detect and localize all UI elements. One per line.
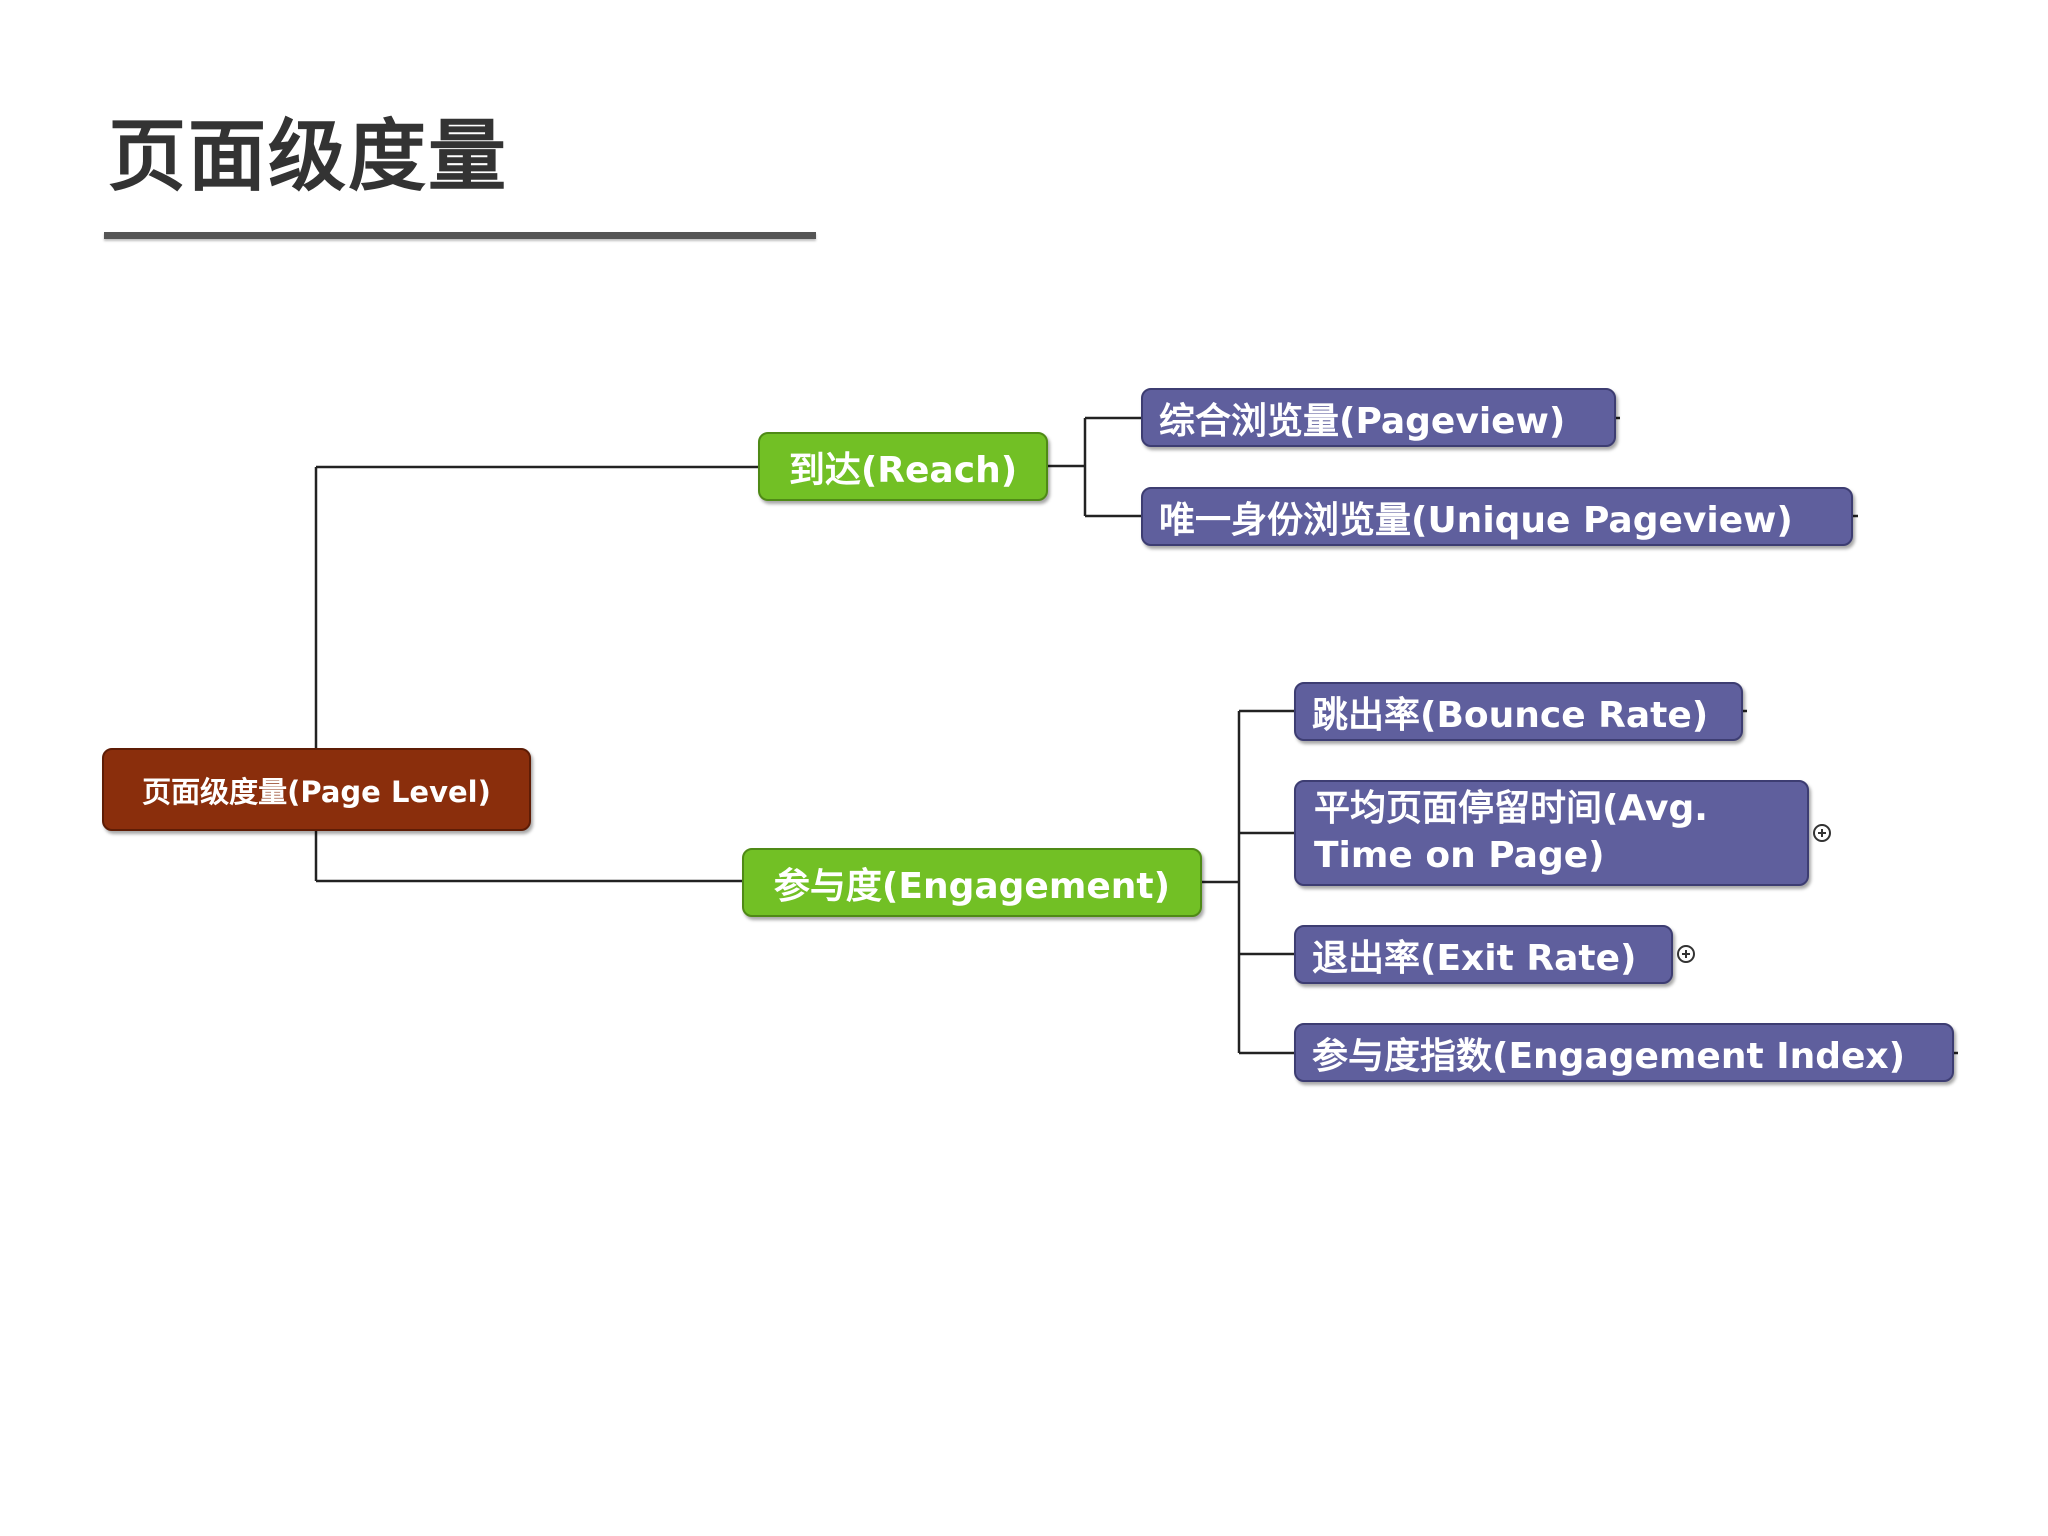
title-underline [104, 232, 816, 239]
root-node-page-level[interactable]: 页面级度量(Page Level) [102, 748, 531, 831]
branch-node-label: 参与度(Engagement) [773, 865, 1171, 907]
branch-node-reach[interactable]: 到达(Reach) [758, 432, 1048, 501]
leaf-node-avg-time-on-page[interactable]: 平均页面停留时间(Avg. Time on Page) [1294, 780, 1809, 886]
root-node-label: 页面级度量(Page Level) [142, 774, 491, 809]
leaf-node-exit-rate[interactable]: 退出率(Exit Rate) [1294, 925, 1673, 984]
plus-circle-icon[interactable] [1813, 824, 1831, 842]
leaf-node-label: 唯一身份浏览量(Unique Pageview) [1159, 499, 1793, 541]
branch-node-label: 到达(Reach) [788, 449, 1018, 491]
leaf-node-unique-pageview[interactable]: 唯一身份浏览量(Unique Pageview) [1141, 487, 1853, 546]
leaf-node-pageview[interactable]: 综合浏览量(Pageview) [1141, 388, 1616, 447]
plus-circle-icon[interactable] [1677, 945, 1695, 963]
leaf-node-bounce-rate[interactable]: 跳出率(Bounce Rate) [1294, 682, 1743, 741]
leaf-node-label: 跳出率(Bounce Rate) [1312, 694, 1709, 736]
branch-node-engagement[interactable]: 参与度(Engagement) [742, 848, 1202, 917]
connector-engagement-bus [1201, 711, 1241, 1053]
leaf-node-label: 参与度指数(Engagement Index) [1312, 1035, 1906, 1077]
leaf-node-label: 综合浏览量(Pageview) [1159, 400, 1566, 442]
slide-title: 页面级度量 [108, 112, 509, 202]
leaf-node-label: 退出率(Exit Rate) [1312, 937, 1637, 979]
leaf-node-label: 平均页面停留时间(Avg. Time on Page) [1314, 788, 1708, 876]
connector-reach-bus [1046, 418, 1087, 516]
leaf-node-engagement-index[interactable]: 参与度指数(Engagement Index) [1294, 1023, 1954, 1082]
